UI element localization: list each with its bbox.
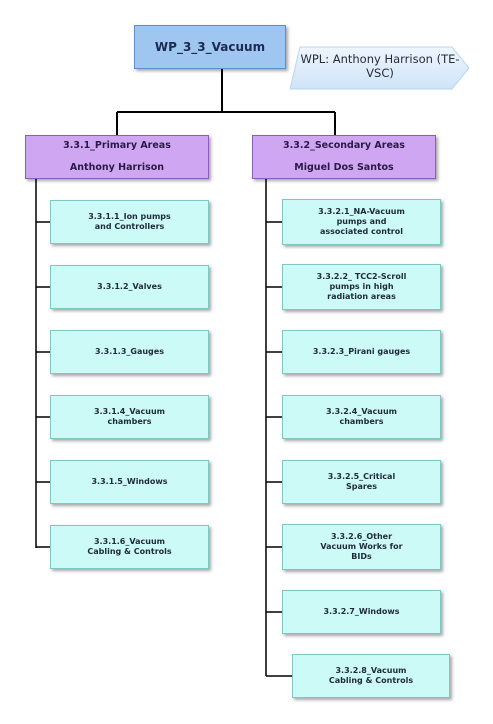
manager-callout: WPL: Anthony Harrison (TE-VSC) — [290, 46, 470, 90]
work-item: 3.3.2.6_Other Vacuum Works for BIDs — [282, 524, 441, 570]
work-item: 3.3.2.3_Pirani gauges — [282, 330, 441, 374]
work-item: 3.3.1.3_Gauges — [50, 330, 209, 374]
branch-lead: Anthony Harrison — [69, 162, 165, 173]
work-item: 3.3.2.5_Critical Spares — [282, 460, 441, 504]
callout-arrow-shape — [290, 46, 470, 90]
branch-title: 3.3.1_Primary Areas — [63, 140, 171, 151]
work-item: 3.3.1.4_Vacuum chambers — [50, 395, 209, 439]
work-item: 3.3.2.4_Vacuum chambers — [282, 395, 441, 439]
work-item: 3.3.2.1_NA-Vacuum pumps and associated c… — [282, 199, 441, 245]
root-node: WP_3_3_Vacuum — [134, 25, 286, 69]
root-title: WP_3_3_Vacuum — [154, 40, 266, 54]
work-item: 3.3.1.2_Valves — [50, 265, 209, 309]
work-item: 3.3.1.1_Ion pumps and Controllers — [50, 200, 209, 244]
branch-primary-areas: 3.3.1_Primary Areas Anthony Harrison — [25, 135, 209, 179]
branch-lead: Miguel Dos Santos — [294, 162, 394, 173]
manager-label: WPL: Anthony Harrison (TE-VSC) — [300, 52, 460, 80]
work-item: 3.3.2.2_ TCC2-Scroll pumps in high radia… — [282, 264, 441, 310]
work-item: 3.3.2.7_Windows — [282, 590, 441, 634]
work-item: 3.3.1.6_Vacuum Cabling & Controls — [50, 525, 209, 569]
work-item: 3.3.2.8_Vacuum Cabling & Controls — [292, 654, 450, 698]
branch-secondary-areas: 3.3.2_Secondary Areas Miguel Dos Santos — [252, 135, 436, 179]
work-item: 3.3.1.5_Windows — [50, 460, 209, 504]
branch-title: 3.3.2_Secondary Areas — [283, 140, 405, 151]
